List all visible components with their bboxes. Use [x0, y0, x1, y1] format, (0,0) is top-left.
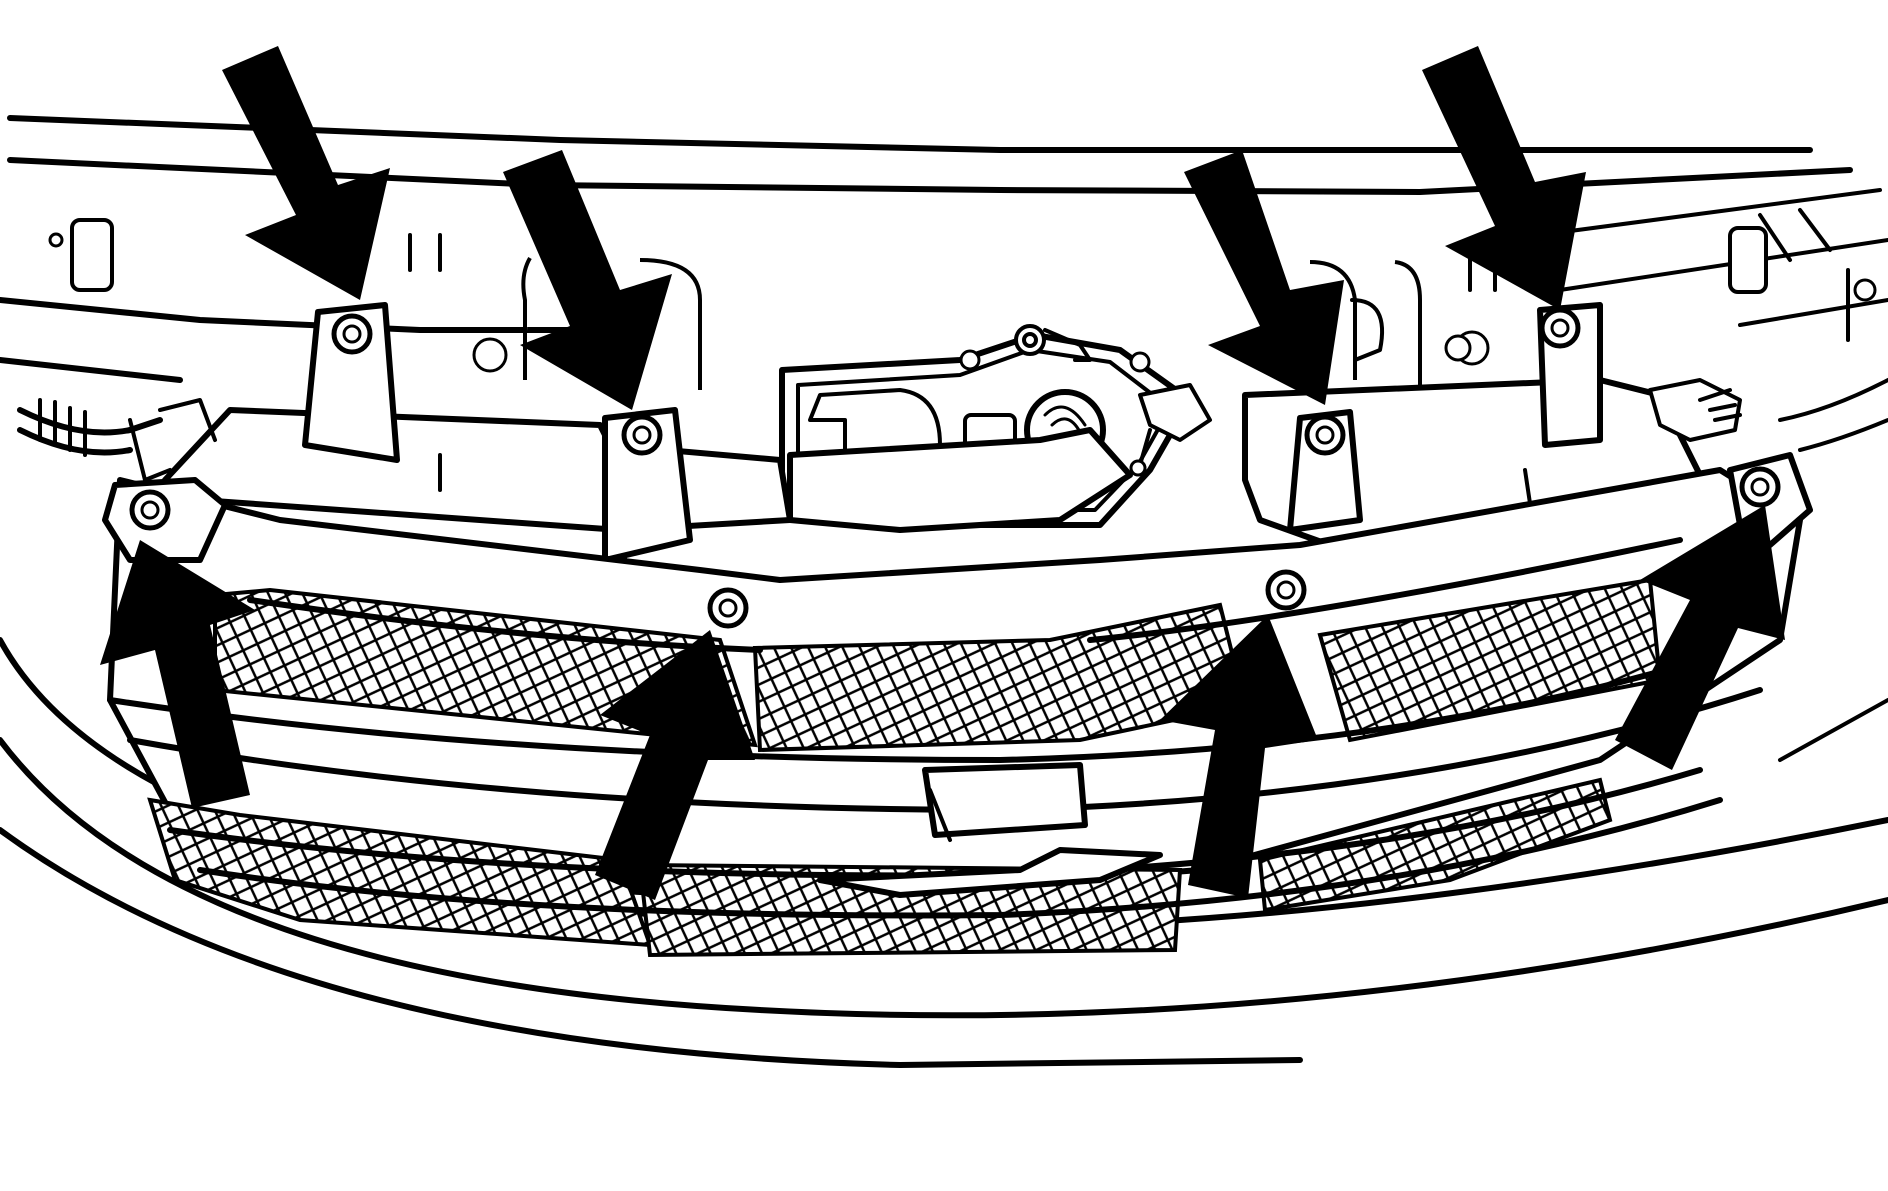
grille-body	[0, 467, 1888, 1068]
upper-arrows	[222, 46, 1586, 410]
wiring-harness	[17, 398, 217, 482]
up-arrow-icon	[1615, 505, 1785, 770]
right-support	[1648, 378, 1888, 452]
down-arrow-icon	[1184, 150, 1344, 405]
lower-arrows	[100, 505, 1785, 900]
upper-tabs	[302, 302, 1603, 563]
up-arrow-icon	[1160, 615, 1318, 898]
up-arrow-icon	[595, 630, 755, 900]
bowtie-emblem	[817, 762, 1163, 898]
down-arrow-icon	[222, 46, 390, 300]
down-arrow-icon	[1422, 46, 1586, 310]
body-details	[48, 208, 1877, 342]
up-arrow-icon	[100, 540, 255, 808]
lower-clips	[102, 452, 1813, 629]
down-arrow-icon	[503, 150, 672, 410]
left-hole	[472, 337, 508, 373]
